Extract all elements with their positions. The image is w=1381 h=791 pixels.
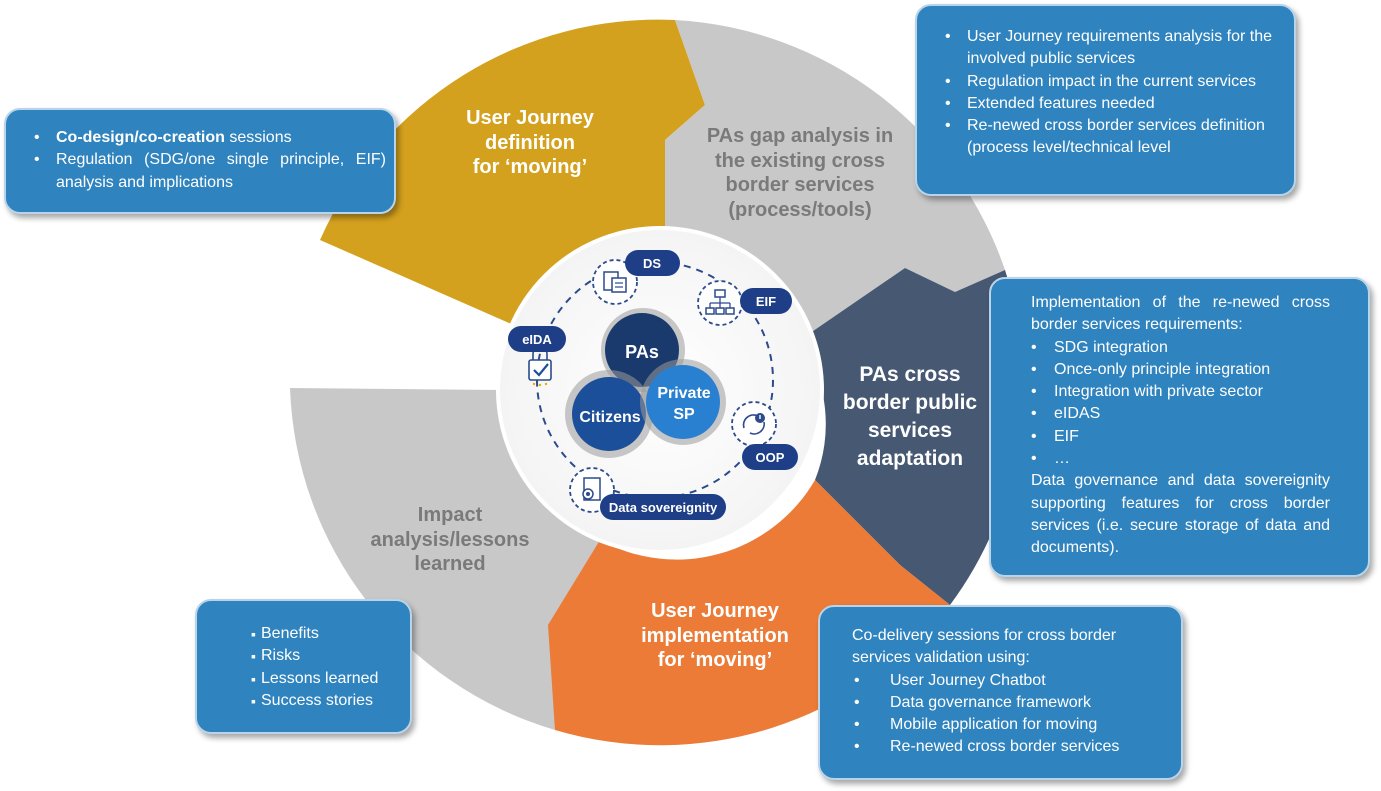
pill-ds: DS bbox=[625, 250, 680, 276]
list-item: User Journey Chatbot bbox=[820, 670, 1161, 693]
label-line: services bbox=[867, 419, 953, 442]
list-item: Re-newed cross border services definitio… bbox=[931, 115, 1278, 160]
actor-circles: PAs Citizens Private SP bbox=[565, 308, 726, 458]
label-user-journey-implementation: User Journey implementation for ‘moving’ bbox=[620, 599, 810, 673]
list-item: Risks bbox=[227, 645, 402, 668]
co-delivery-box: Co-delivery sessions for cross border se… bbox=[818, 605, 1183, 780]
list-item: Mobile application for moving bbox=[820, 714, 1161, 737]
box-outro: Data governance and data sovereignity su… bbox=[1031, 472, 1330, 557]
label-gap-analysis: PAs gap analysis in the existing cross b… bbox=[690, 124, 910, 222]
label-line: for ‘moving’ bbox=[657, 649, 773, 671]
label-line: border services bbox=[725, 174, 875, 196]
list-item: … bbox=[991, 448, 1330, 471]
label-line: PAs gap analysis in bbox=[706, 125, 894, 147]
pill-eif-label: EIF bbox=[756, 294, 776, 309]
list-item: Integration with private sector bbox=[991, 381, 1330, 404]
segment-pas-adaptation bbox=[800, 268, 1024, 605]
list-item: EIF bbox=[991, 426, 1330, 449]
list-item: Re-newed cross border services bbox=[820, 736, 1161, 759]
label-line: User Journey bbox=[651, 600, 779, 622]
requirements-box: User Journey requirements analysis for t… bbox=[915, 4, 1296, 196]
box-intro: Implementation of the re-newed cross bor… bbox=[1031, 294, 1330, 334]
private-sp-label-line1: Private bbox=[657, 385, 710, 402]
document-search-icon bbox=[592, 259, 638, 305]
pas-label: PAs bbox=[625, 342, 659, 362]
list-item: User Journey requirements analysis for t… bbox=[931, 26, 1278, 71]
hierarchy-icon bbox=[697, 280, 743, 326]
label-line: learned bbox=[414, 553, 486, 575]
pill-oop: OOP bbox=[742, 444, 798, 470]
list-item: eIDAS bbox=[991, 403, 1330, 426]
segment-user-journey-definition bbox=[320, 19, 705, 331]
lock-icon bbox=[528, 346, 552, 387]
list-item: Regulation (SDG/one single principle, EI… bbox=[20, 149, 386, 194]
private-sp-circle bbox=[646, 365, 720, 439]
label-line: border public bbox=[842, 391, 978, 414]
list-item: Co-design/co-creation sessions bbox=[20, 127, 386, 150]
pill-eida: eIDA bbox=[508, 326, 566, 352]
list-item: Extended features needed bbox=[931, 93, 1278, 116]
list-item: Benefits bbox=[227, 623, 402, 646]
label-line: implementation bbox=[641, 624, 789, 647]
pill-ds-label: DS bbox=[643, 256, 661, 271]
pill-data-sovereignity-label: Data sovereignity bbox=[609, 500, 718, 515]
list-item: SDG integration bbox=[991, 337, 1330, 360]
list-item: Success stories bbox=[227, 690, 402, 713]
label-pas-adaptation: PAs cross border public services adaptat… bbox=[830, 361, 990, 473]
citizens-circle bbox=[572, 377, 646, 451]
citizens-label: Citizens bbox=[579, 409, 640, 426]
label-line: PAs cross bbox=[859, 363, 961, 386]
pill-eif: EIF bbox=[740, 288, 792, 314]
codesign-box: Co-design/co-creation sessions Regulatio… bbox=[4, 108, 396, 214]
pill-data-sovereignity: Data sovereignity bbox=[600, 494, 726, 520]
list-item: Lessons learned bbox=[227, 668, 402, 691]
pill-eida-label: eIDA bbox=[522, 332, 552, 347]
list-item: Regulation impact in the current service… bbox=[931, 71, 1278, 94]
impact-list-box: Benefits Risks Lessons learned Success s… bbox=[195, 599, 412, 734]
label-impact-analysis: Impact analysis/lessons learned bbox=[360, 503, 540, 577]
item-text: sessions bbox=[224, 129, 292, 146]
label-line: Impact bbox=[417, 504, 483, 526]
pill-oop-label: OOP bbox=[756, 450, 785, 465]
box-intro: Co-delivery sessions for cross border se… bbox=[852, 627, 1117, 667]
segment-impact-analysis bbox=[290, 388, 600, 730]
list-item: Data governance framework bbox=[820, 692, 1161, 715]
label-line: adaptation bbox=[856, 447, 964, 470]
label-line: the existing cross bbox=[714, 149, 886, 172]
label-line: (process/tools) bbox=[728, 198, 872, 221]
label-line: User Journey bbox=[466, 107, 594, 129]
label-line: for ‘moving’ bbox=[472, 156, 588, 178]
label-line: definition bbox=[485, 131, 575, 154]
label-user-journey-definition: User Journey definition for ‘moving’ bbox=[440, 106, 620, 180]
implementation-details-box: Implementation of the re-newed cross bor… bbox=[989, 277, 1370, 577]
private-sp-label-line2: SP bbox=[673, 406, 695, 423]
bold-phrase: Co-design/co-creation bbox=[56, 129, 225, 146]
label-line: analysis/lessons bbox=[370, 528, 530, 551]
sync-alert-icon bbox=[731, 401, 777, 447]
list-item: Once-only principle integration bbox=[991, 359, 1330, 382]
